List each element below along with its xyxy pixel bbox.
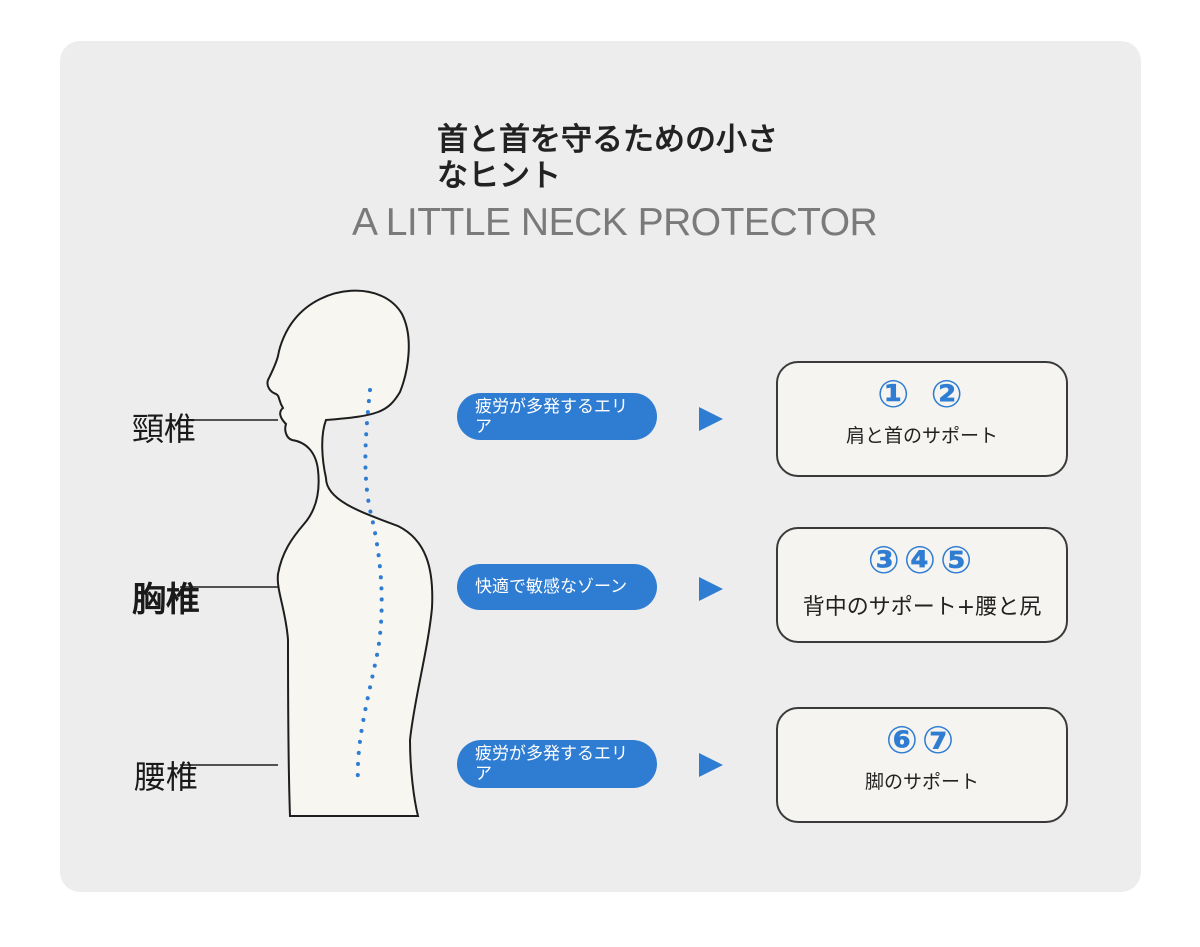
support-numbers: ① ②	[877, 372, 967, 416]
support-numbers: ⑥⑦	[885, 718, 959, 762]
arrow-right-icon	[699, 577, 723, 601]
arrow-right-icon	[699, 407, 723, 431]
support-box-legs: ⑥⑦ 脚のサポート	[776, 707, 1068, 823]
support-numbers: ③④⑤	[867, 538, 977, 582]
zone-pill-neck: 疲労が多発するエリア	[457, 393, 657, 440]
support-box-neck: ① ② 肩と首のサポート	[776, 361, 1068, 477]
support-box-back: ③④⑤ 背中のサポート+腰と尻	[776, 527, 1068, 643]
support-label: 脚のサポート	[864, 771, 979, 793]
body-silhouette	[266, 289, 434, 817]
thoracic-spine-label: 胸椎	[132, 580, 200, 620]
support-label: 肩と首のサポート	[845, 425, 998, 447]
zone-pill-back: 快適で敏感なゾーン	[457, 564, 657, 610]
zone-pill-legs: 疲労が多発するエリア	[457, 740, 657, 788]
arrow-right-icon	[699, 753, 723, 777]
spine-dotted-line	[355, 388, 384, 786]
lumbar-spine-label: 腰椎	[134, 758, 199, 796]
page-title: 首と首を守るための小さなヒント	[437, 122, 778, 194]
cervical-spine-label: 頸椎	[132, 410, 197, 448]
page-subtitle: A LITTLE NECK PROTECTOR	[352, 201, 878, 244]
support-label: 背中のサポート+腰と尻	[802, 595, 1042, 620]
